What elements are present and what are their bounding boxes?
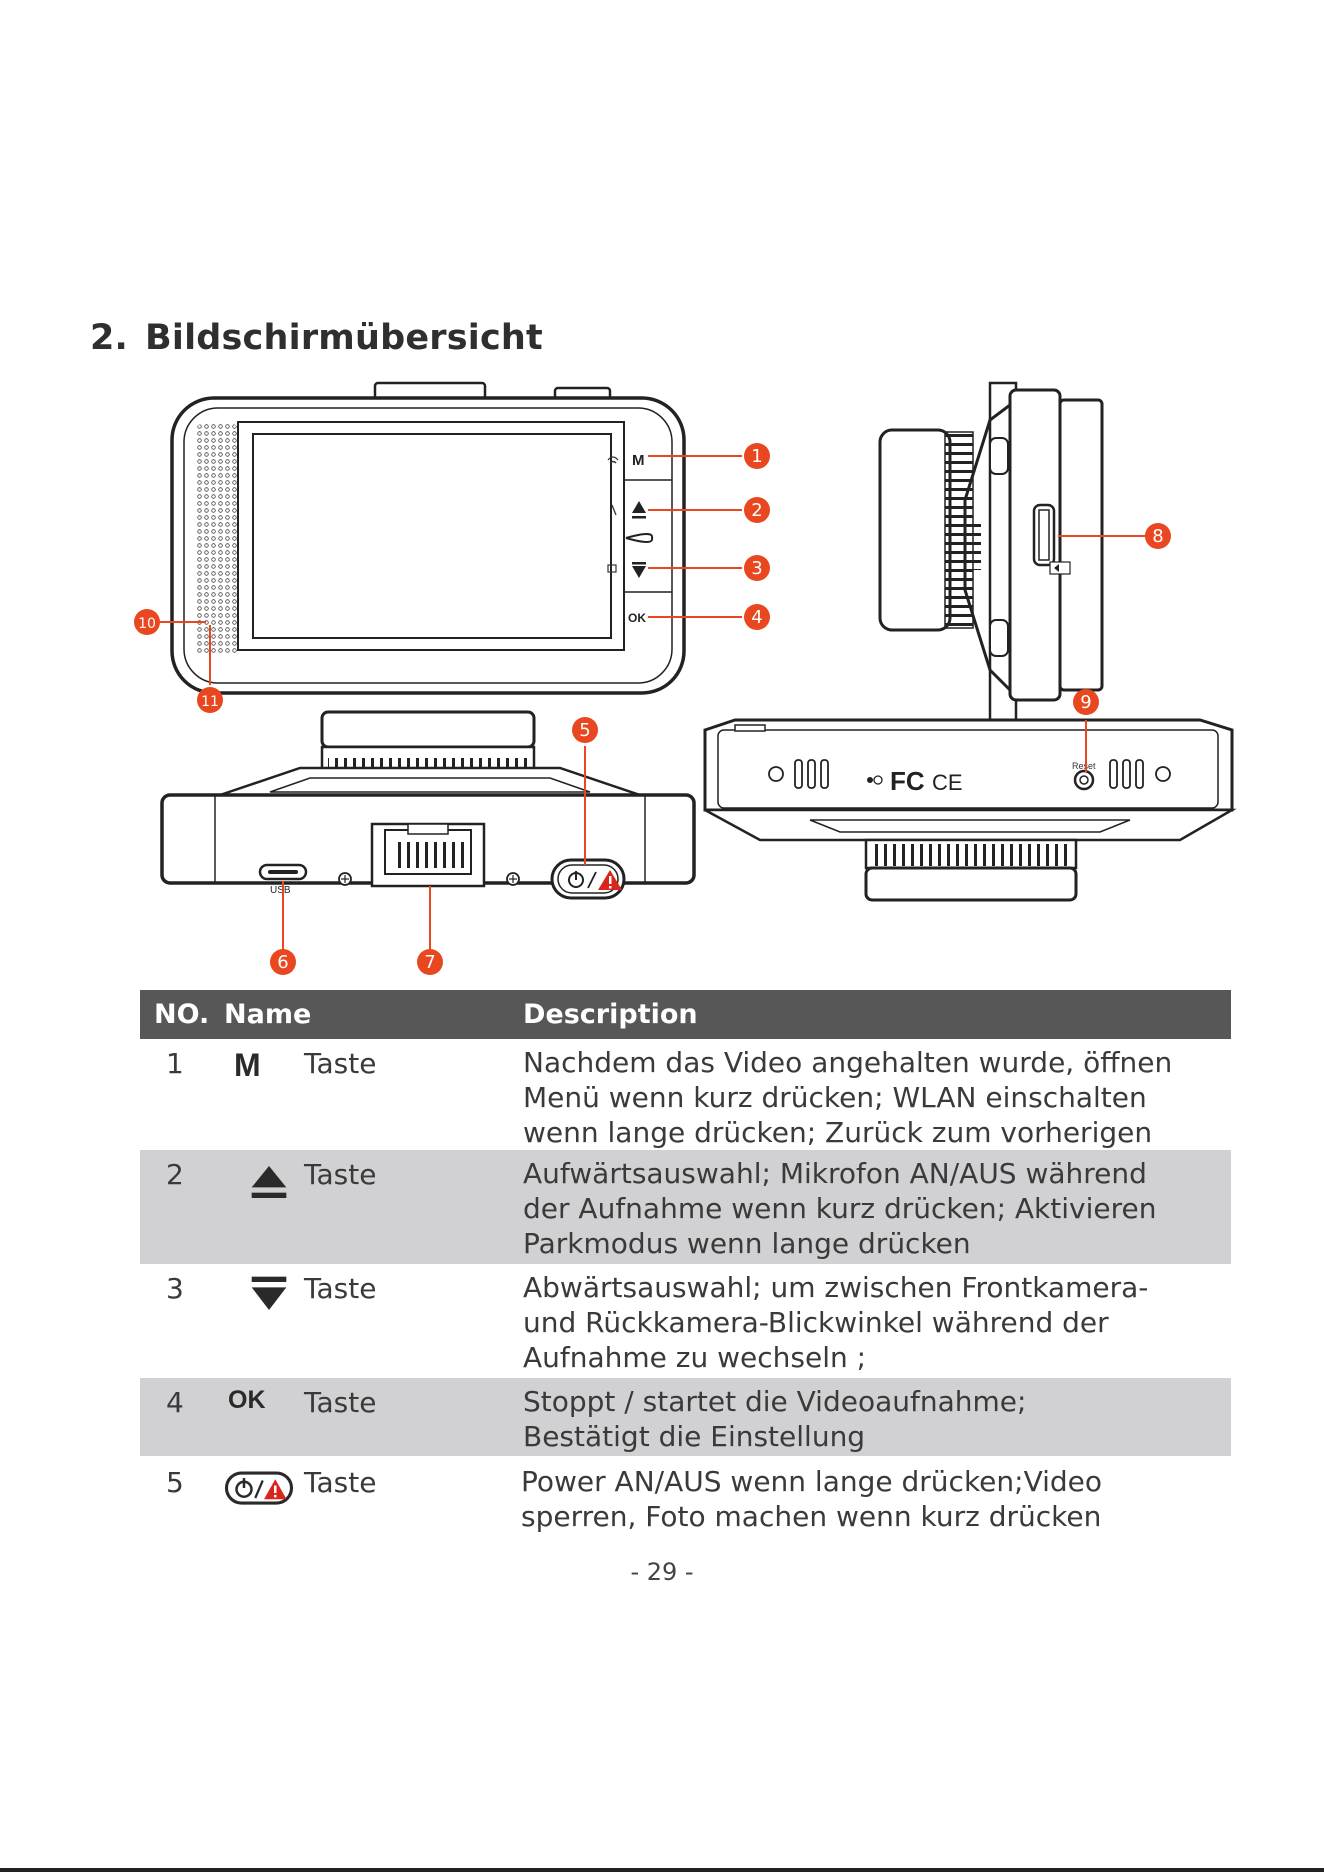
device-diagram: M OK (134, 381, 1237, 975)
header-description: Description (523, 999, 698, 1030)
front-m-label: M (632, 452, 645, 469)
row-description: Aufwärtsauswahl; Mikrofon AN/AUS während… (523, 1156, 1228, 1261)
row-name: Taste (304, 1158, 377, 1191)
table-row: 1 M Taste Nachdem das Video angehalten w… (140, 1039, 1231, 1150)
callout-label-11: 11 (201, 694, 219, 710)
row-name: Taste (304, 1272, 377, 1305)
callout-label-1: 1 (751, 446, 762, 467)
table-row: 4 OK Taste Stoppt / startet die Videoauf… (140, 1378, 1231, 1456)
callout-badge-8 (1145, 523, 1171, 549)
row-number: 1 (166, 1047, 184, 1080)
callout-badge-6 (270, 949, 296, 975)
description-line: Menü wenn kurz drücken; WLAN einschalten (523, 1081, 1147, 1114)
description-line: Abwärtsauswahl; um zwischen Frontkamera- (523, 1271, 1149, 1304)
header-name: Name (224, 999, 312, 1030)
row-number: 4 (166, 1386, 184, 1419)
row-number: 2 (166, 1158, 184, 1191)
ce-mark: CE (932, 770, 963, 795)
description-line: der Aufnahme wenn kurz drücken; Aktivier… (523, 1192, 1157, 1225)
table-header: NO. Name Description (140, 990, 1231, 1039)
section-heading: 2. Bildschirmübersicht (90, 318, 543, 358)
row-description: Power AN/AUS wenn lange drücken;Video sp… (521, 1464, 1226, 1534)
row-number: 3 (166, 1272, 184, 1305)
description-line: Aufnahme zu wechseln ; (523, 1341, 867, 1374)
description-line: wenn lange drücken; Zurück zum vorherige… (523, 1116, 1153, 1149)
row-description: Nachdem das Video angehalten wurde, öffn… (523, 1045, 1228, 1150)
callout-badge-7 (417, 949, 443, 975)
callout-label-4: 4 (751, 607, 762, 628)
page-bottom-rule (0, 1868, 1324, 1872)
front-ok-label: OK (628, 611, 646, 625)
callout-badge-5 (572, 717, 598, 743)
usb-label: USB (270, 885, 291, 896)
side-view (878, 381, 1104, 725)
callout-badge-3 (744, 555, 770, 581)
ok-key-icon: OK (228, 1386, 266, 1414)
reset-label: Reset (1072, 761, 1096, 771)
callout-badge-2 (744, 497, 770, 523)
page-number: - 29 - (630, 1558, 694, 1586)
description-line: Power AN/AUS wenn lange drücken;Video (521, 1465, 1103, 1498)
callout-label-9: 9 (1080, 692, 1091, 713)
callout-label-10: 10 (138, 616, 156, 632)
callout-label-6: 6 (277, 952, 288, 973)
callout-badge-1 (744, 443, 770, 469)
fc-mark: FC (890, 766, 925, 796)
row-name: Taste (304, 1466, 377, 1499)
callout-label-7: 7 (424, 952, 435, 973)
row-name: Taste (304, 1386, 377, 1419)
callout-badges: 1 2 3 4 5 6 7 8 9 10 11 (134, 443, 1171, 975)
callout-label-8: 8 (1152, 526, 1163, 547)
callout-badge-9 (1073, 689, 1099, 715)
row-name: Taste (304, 1047, 377, 1080)
bottom-view: USB (160, 710, 696, 900)
table-row: 2 Taste Aufwärtsauswahl; Mikrofon AN/AUS… (140, 1150, 1231, 1264)
top-view: FC CE Reset (703, 718, 1237, 902)
callout-badge-4 (744, 604, 770, 630)
row-description: Abwärtsauswahl; um zwischen Frontkamera-… (523, 1270, 1228, 1375)
front-view: M OK (170, 381, 686, 695)
callout-label-2: 2 (751, 500, 762, 521)
callout-badge-11 (197, 687, 223, 713)
section-number: 2. (90, 318, 129, 358)
description-line: und Rückkamera-Blickwinkel während der (523, 1306, 1109, 1339)
table-row: 3 Taste Abwärtsauswahl; um zwischen Fron… (140, 1264, 1231, 1378)
up-eject-icon (251, 1166, 287, 1198)
table-row: 5 Taste Power AN/AUS wenn lange drücken;… (140, 1456, 1231, 1536)
description-line: Parkmodus wenn lange drücken (523, 1227, 971, 1260)
callout-badge-10 (134, 609, 160, 635)
section-title: Bildschirmübersicht (145, 318, 543, 358)
power-lock-icon (224, 1471, 294, 1505)
description-line: sperren, Foto machen wenn kurz drücken (521, 1500, 1102, 1533)
down-arrow-icon (251, 1276, 287, 1310)
callout-lines (160, 455, 1146, 950)
header-no: NO. (154, 999, 210, 1030)
row-number: 5 (166, 1466, 184, 1499)
description-line: Aufwärtsauswahl; Mikrofon AN/AUS während (523, 1157, 1147, 1190)
m-key-icon: M (234, 1047, 261, 1083)
row-description: Stoppt / startet die Videoaufnahme; Best… (523, 1384, 1228, 1454)
key-table: NO. Name Description 1 M Taste Nachdem d… (140, 990, 1231, 1536)
callout-label-3: 3 (751, 558, 762, 579)
description-line: Nachdem das Video angehalten wurde, öffn… (523, 1046, 1173, 1079)
description-line: Bestätigt die Einstellung (523, 1420, 866, 1453)
callout-label-5: 5 (579, 720, 590, 741)
description-line: Stoppt / startet die Videoaufnahme; (523, 1385, 1027, 1418)
